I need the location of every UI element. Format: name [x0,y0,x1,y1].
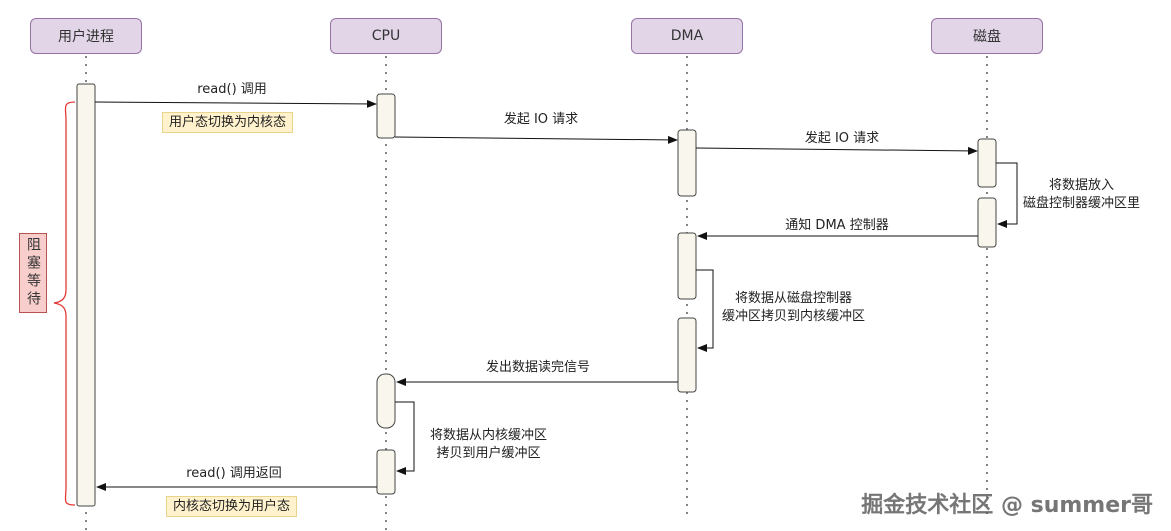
label-cpu-copy-line2: 拷贝到用户缓冲区 [436,446,541,461]
label-dma-copy: 将数据从磁盘控制器 缓冲区拷贝到内核缓冲区 [722,290,865,326]
participant-dma: DMA [631,18,743,54]
arrow-read-call [94,99,377,108]
label-disk-to-buffer: 将数据放入 磁盘控制器缓冲区里 [1023,177,1140,213]
activation-cpu-3 [376,449,396,495]
label-cpu-copy: 将数据从内核缓冲区 拷贝到用户缓冲区 [430,427,547,463]
activation-user [76,83,96,507]
blocking-wait-box: 阻塞等待 [19,233,47,313]
participant-user: 用户进程 [30,18,142,54]
activation-cpu-1 [376,93,396,139]
participant-cpu: CPU [330,18,442,54]
arrow-disk-self [996,162,1018,228]
watermark: 掘金技术社区 @ summer哥 [861,493,1153,518]
arrow-cpu-to-dma [394,135,678,144]
label-dma-copy-line2: 缓冲区拷贝到内核缓冲区 [722,309,866,324]
activation-dma-2 [677,232,697,300]
label-disk-to-buffer-line2: 磁盘控制器缓冲区里 [1023,196,1141,211]
note-user-to-kernel: 用户态切换为内核态 [162,112,294,133]
note-kernel-to-user: 内核态切换为用户态 [166,496,298,517]
activation-disk-1 [977,138,997,188]
label-disk-to-buffer-line1: 将数据放入 [1049,178,1115,193]
activation-dma-3 [677,317,697,393]
label-dma-signal: 发出数据读完信号 [485,360,591,375]
label-dma-copy-line1: 将数据从磁盘控制器 [735,291,853,306]
arrow-dma-to-disk [695,146,978,155]
label-dma-to-disk: 发起 IO 请求 [804,131,880,146]
activation-dma-1 [677,129,697,197]
label-read-call: read() 调用 [197,82,267,97]
label-notify-dma: 通知 DMA 控制器 [785,218,889,233]
label-cpu-to-dma: 发起 IO 请求 [503,112,579,127]
arrow-cpu-self [395,401,415,475]
label-read-return: read() 调用返回 [186,466,282,481]
activation-disk-2 [977,197,997,248]
blocking-brace [53,101,76,506]
arrow-dma-self [696,269,714,352]
activation-cpu-2 [376,373,396,429]
label-cpu-copy-line1: 将数据从内核缓冲区 [430,428,548,443]
participant-disk: 磁盘 [931,18,1043,54]
